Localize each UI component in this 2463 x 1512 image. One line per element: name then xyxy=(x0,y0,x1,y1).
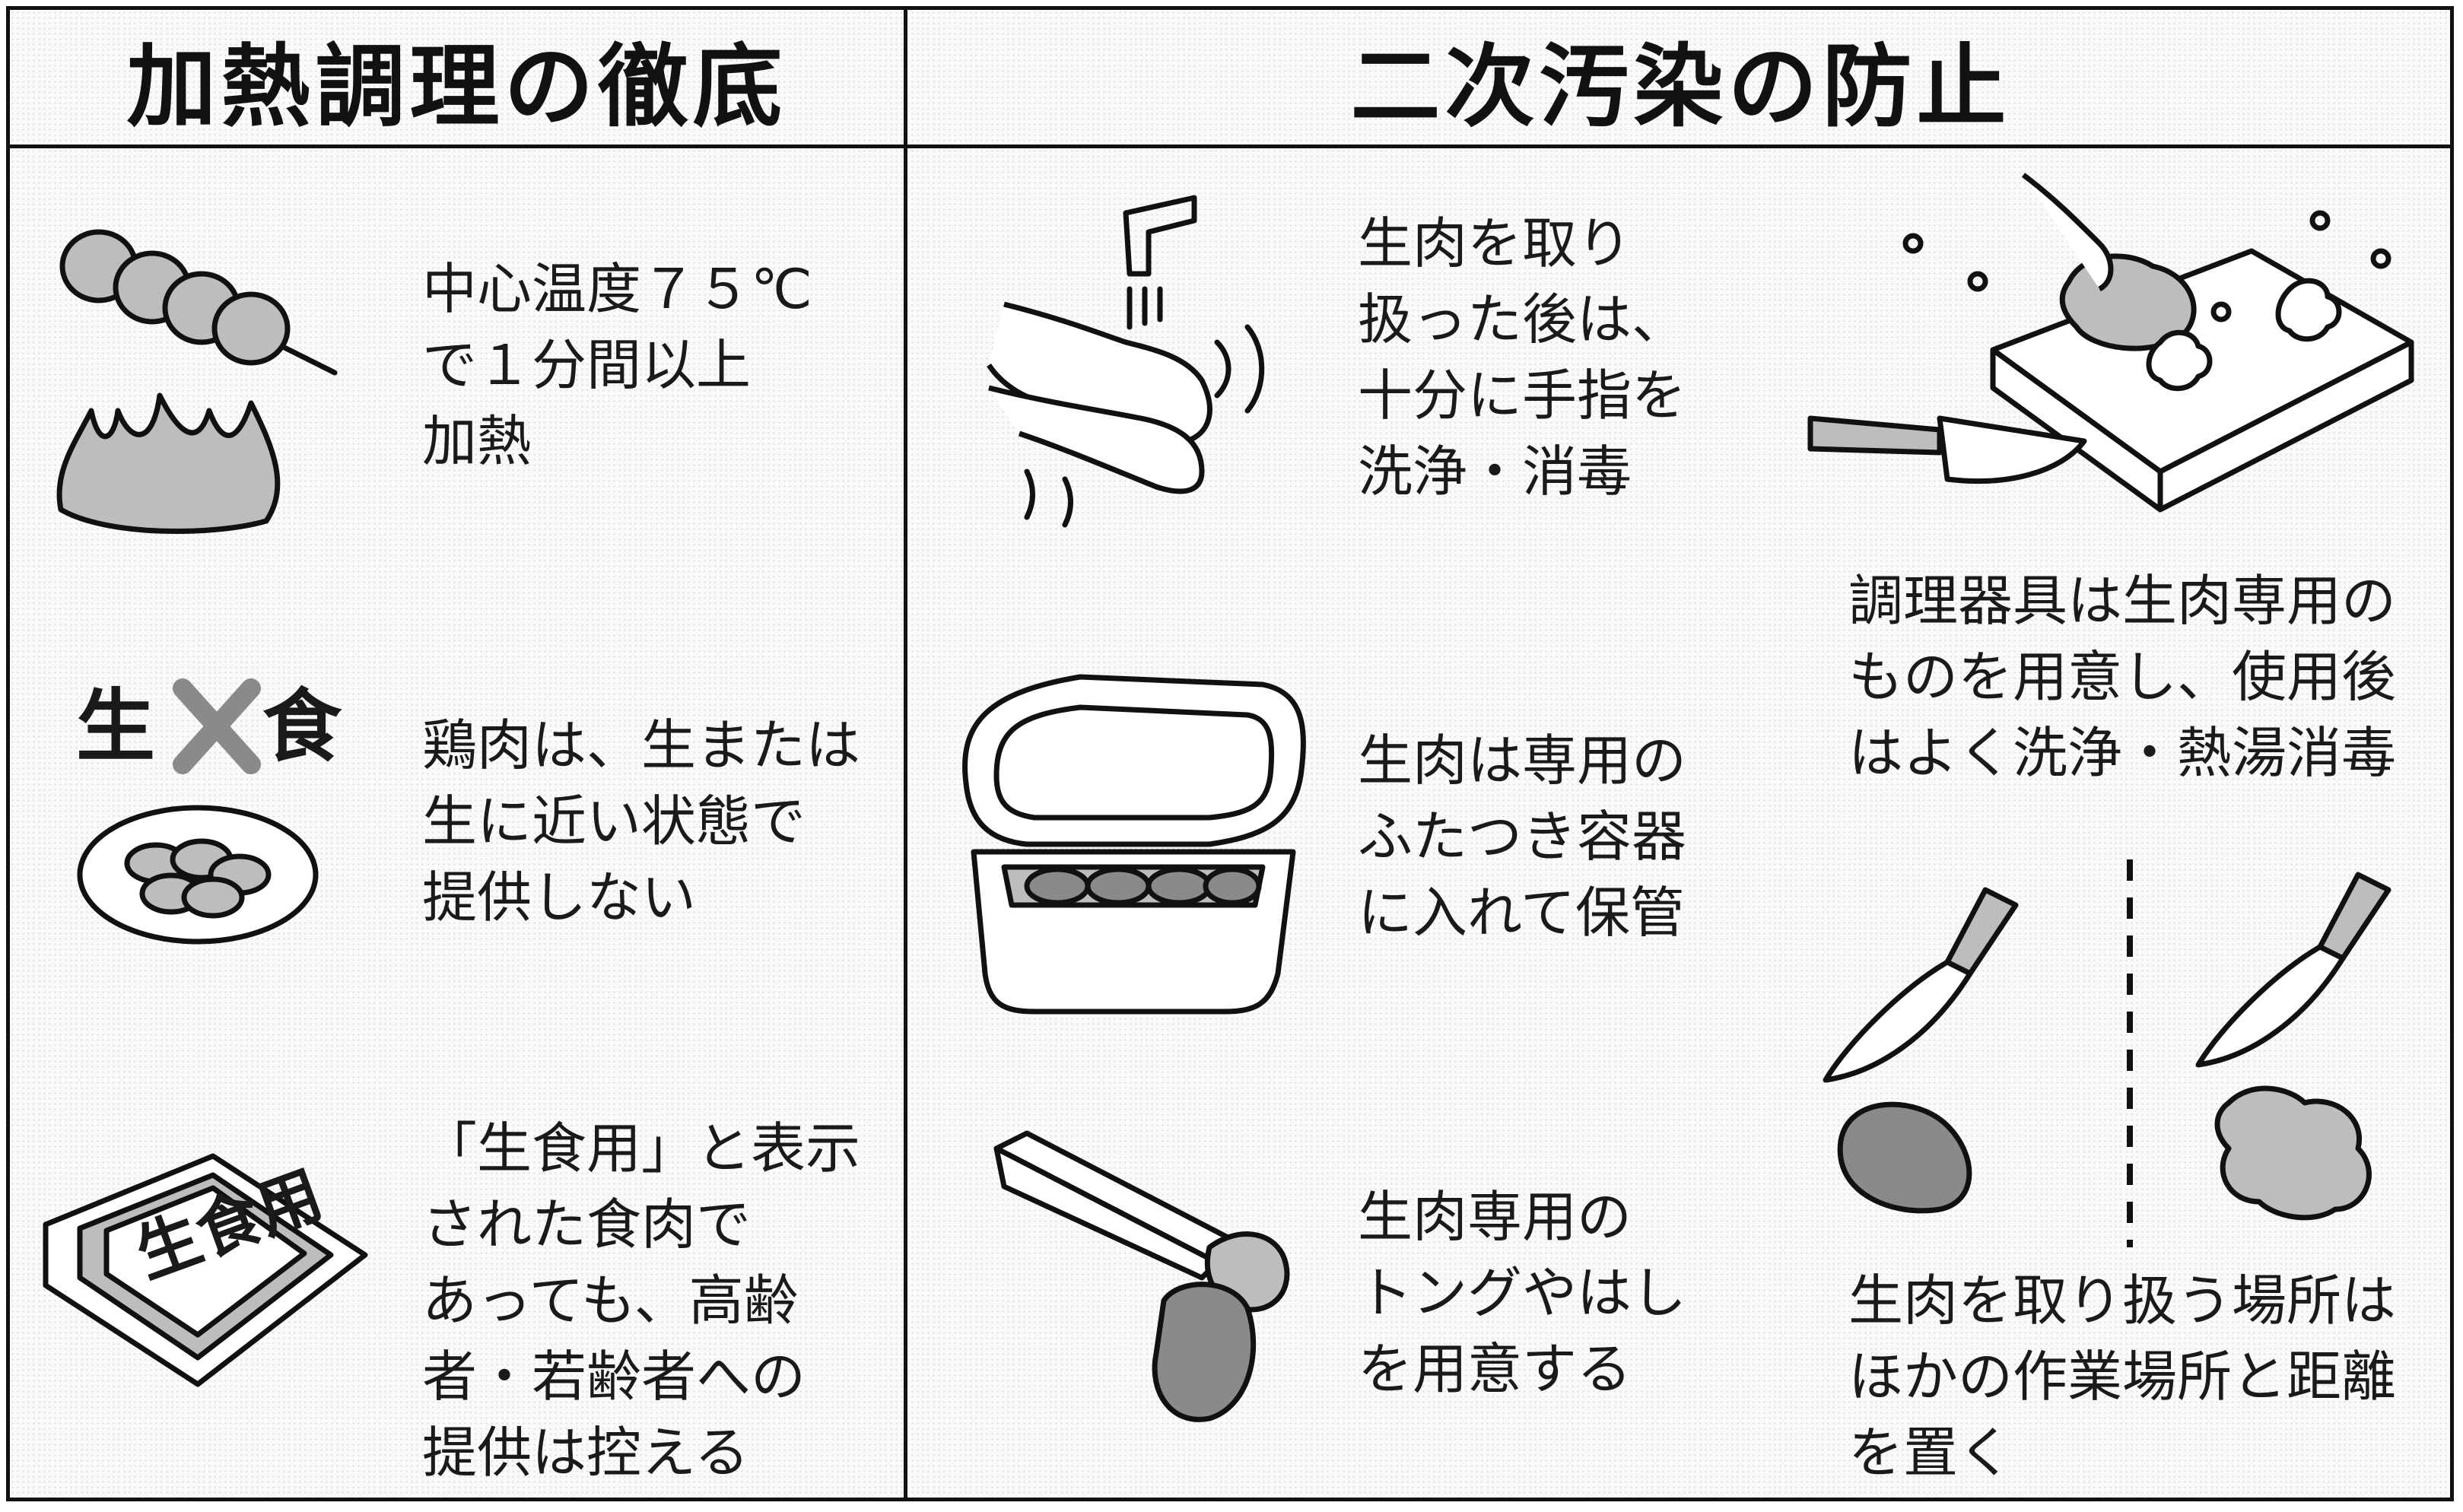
raw-label-right: 食 xyxy=(262,680,342,773)
skewer-over-flame-icon xyxy=(46,221,350,540)
column-divider xyxy=(904,6,907,1501)
plate-with-meat-icon xyxy=(72,799,323,951)
raw-food-forbidden-icon xyxy=(76,669,350,783)
raw-label-left: 生 xyxy=(76,680,156,773)
caption-tongs: 生肉専用の トングやはし を用意する xyxy=(1358,1185,1687,1401)
caption-separation: 生肉を取り扱う場所は ほかの作業場所と距離 を置く xyxy=(1848,1269,2397,1485)
caption-raw-use-label: 「生食用」と表示 された食肉で あっても、高齢 者・若齢者への 提供は控える xyxy=(422,1117,861,1485)
separate-knives-icon xyxy=(1818,852,2426,1247)
header-divider xyxy=(6,145,2454,148)
caption-storage: 生肉は専用の ふたつき容器 に入れて保管 xyxy=(1358,729,1687,945)
raw-food-pack-icon xyxy=(38,1141,373,1399)
lidded-container-icon xyxy=(943,662,1316,1019)
caption-no-raw-chicken: 鶏肉は、生または 生に近い状態で 提供しない xyxy=(422,713,861,929)
heading-cross-contamination: 二次汚染の防止 xyxy=(1350,33,2011,139)
caption-utensils: 調理器具は生肉専用の ものを用意し、使用後 はよく洗浄・熱湯消毒 xyxy=(1848,569,2397,785)
caption-core-temp: 中心温度７５℃ で１分間以上 加熱 xyxy=(422,257,812,473)
cutting-board-icon xyxy=(1795,167,2434,532)
heading-heat-cooking: 加熱調理の徹底 xyxy=(126,33,787,139)
hand-washing-icon xyxy=(974,183,1293,532)
caption-hand-wash: 生肉を取り 扱った後は、 十分に手指を 洗浄・消毒 xyxy=(1358,211,1687,503)
tongs-icon xyxy=(981,1126,1339,1430)
